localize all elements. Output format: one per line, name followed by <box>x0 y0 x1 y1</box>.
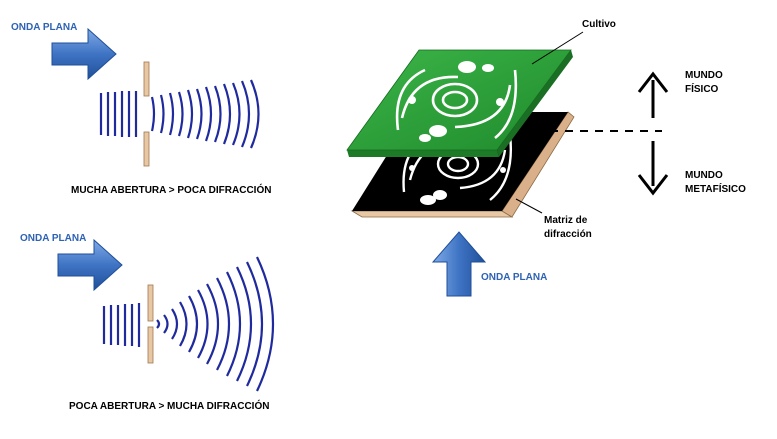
physical-world-label-line1: MUNDO <box>685 70 723 81</box>
wave-arc <box>168 92 175 136</box>
caption-top: MUCHA ABERTURA > POCA DIFRACCIÓN <box>71 183 271 196</box>
wave-arc <box>163 314 169 334</box>
up-arrow-head <box>637 71 669 93</box>
culture-board-edge-front <box>347 150 499 157</box>
diffracted-waves-bottom <box>156 256 275 392</box>
physical-world-label-line2: FÍSICO <box>685 82 719 95</box>
wave-arc <box>156 319 161 329</box>
metaphysical-world-label-line2: METAFÍSICO <box>685 182 746 195</box>
wave-arc <box>177 91 184 137</box>
wave-arc <box>236 266 253 382</box>
slit-plate-lower <box>143 131 150 167</box>
plane-wave-label-bottom: ONDA PLANA <box>20 233 86 244</box>
right-panel: Cultivo Matriz de difracción ONDA PLANA … <box>346 19 746 297</box>
wave-arc <box>226 271 241 377</box>
wave-arc <box>171 308 179 340</box>
wave-arc <box>179 301 188 347</box>
wave-arc <box>213 85 222 143</box>
culture-dots <box>408 61 504 142</box>
wave-arc <box>240 80 251 148</box>
slit-plate-lower <box>147 326 154 364</box>
wave-arc <box>256 256 275 392</box>
wave-arc <box>150 96 156 132</box>
wave-arc <box>231 82 241 146</box>
diffracted-waves-top <box>150 79 260 149</box>
wave-arc <box>216 277 231 371</box>
wave-arc <box>188 295 199 353</box>
arrow-right-icon <box>51 27 117 81</box>
metaphysical-world-label-line1: MUNDO <box>685 170 723 181</box>
wave-arc <box>195 88 203 140</box>
slit-plate-upper <box>143 61 150 97</box>
wave-arc <box>197 289 209 359</box>
slit-plate-upper <box>147 284 154 322</box>
wave-arc <box>246 261 264 387</box>
double-vertical-arrow-icon <box>637 71 669 196</box>
wave-arc <box>206 283 220 365</box>
wave-arc <box>204 86 213 142</box>
culture-leader-line <box>531 31 584 65</box>
down-arrow-head <box>637 174 669 196</box>
matrix-label-line1: Matriz de <box>544 215 588 226</box>
matrix-leader-line <box>515 198 543 214</box>
wave-arc <box>249 79 260 149</box>
culture-board-edge-side <box>497 50 573 157</box>
arrow-right-icon <box>57 238 123 292</box>
culture-pattern <box>395 68 518 140</box>
wave-arc <box>186 89 194 139</box>
matrix-board-edge-front <box>350 210 514 218</box>
top-panel: ONDA PLANA MUCHA <box>11 22 271 196</box>
plane-wavefronts-top <box>99 91 138 137</box>
wave-arc <box>159 94 165 134</box>
plane-wavefronts-bottom <box>102 303 141 347</box>
matrix-label-line2: difracción <box>544 229 592 240</box>
caption-bottom: POCA ABERTURA > MUCHA DIFRACCIÓN <box>69 399 269 412</box>
plane-wave-label-top: ONDA PLANA <box>11 22 77 33</box>
culture-label: Cultivo <box>582 19 616 30</box>
plane-wave-label-right: ONDA PLANA <box>481 272 547 283</box>
wave-arc <box>222 83 232 145</box>
culture-board <box>346 49 573 157</box>
arrow-up-icon <box>431 231 487 297</box>
bottom-panel: ONDA PLANA POCA ABERT <box>20 233 275 412</box>
